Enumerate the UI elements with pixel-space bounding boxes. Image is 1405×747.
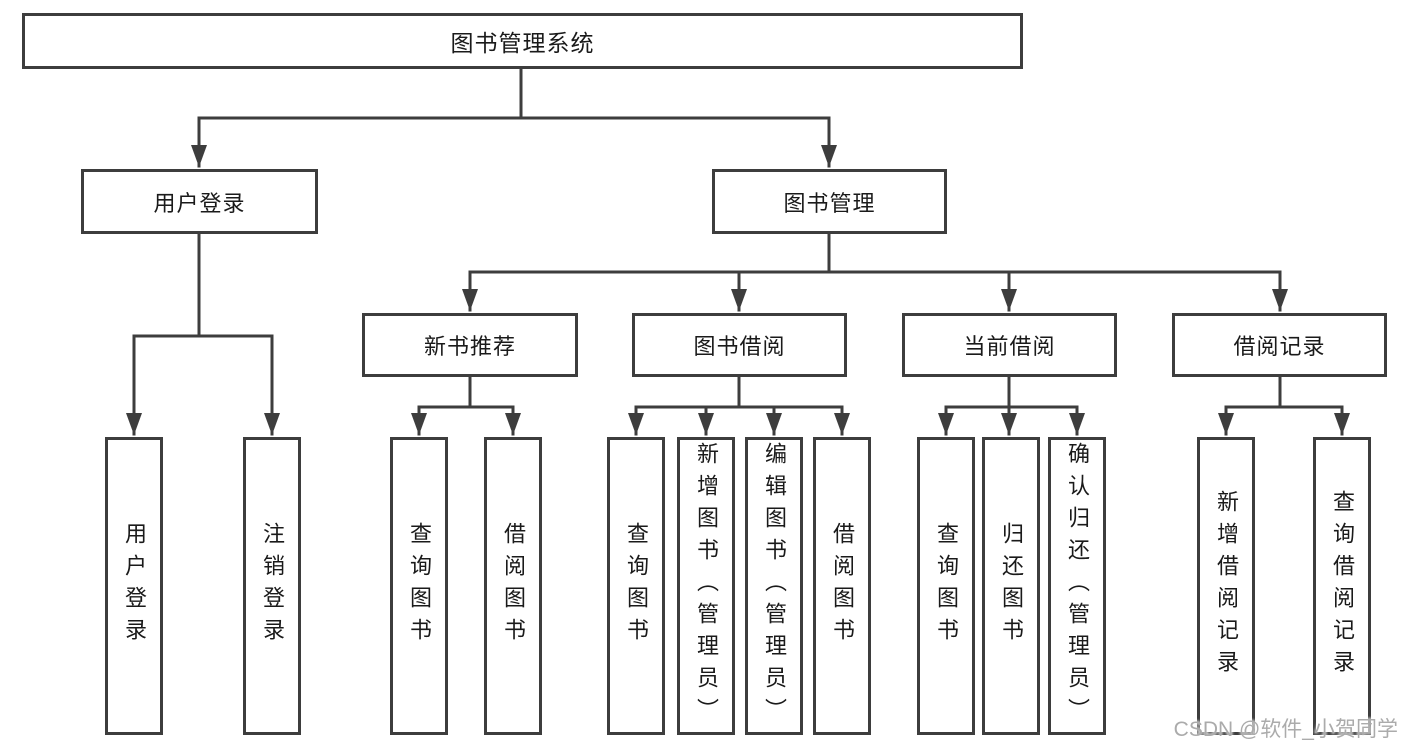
- connector-bb-to-borrow: [737, 405, 850, 436]
- connector-mgmt-to-records: [827, 270, 1288, 312]
- connector-nb-to-borrow: [468, 405, 521, 436]
- node-label: 新增图书（管理员）: [694, 442, 719, 730]
- node-nb-query-books: 查询图书: [390, 437, 448, 735]
- node-label: 借阅图书: [501, 522, 526, 650]
- node-label: 当前借阅: [963, 334, 1056, 359]
- node-label: 查询图书: [624, 522, 649, 650]
- node-label: 借阅图书: [830, 522, 855, 650]
- node-label: 注销登录: [260, 522, 285, 650]
- node-library-management-system: 图书管理系统: [22, 13, 1023, 69]
- connector-mgmt-to-borrowing: [731, 270, 831, 312]
- connector-br-to-query: [1278, 405, 1350, 436]
- node-nb-borrow-books: 借阅图书: [484, 437, 542, 735]
- node-label: 查询图书: [407, 522, 432, 650]
- connector-nb-to-query: [411, 374, 472, 436]
- connector-login-to-logout: [197, 334, 280, 436]
- node-label: 图书管理: [783, 190, 876, 216]
- connector-root-to-book-management: [519, 116, 837, 168]
- node-label: 新增借阅记录: [1214, 490, 1239, 682]
- node-label: 借阅记录: [1233, 334, 1326, 359]
- connector-cb-to-query: [938, 374, 1011, 436]
- node-bb-add-books-admin: 新增图书（管理员）: [677, 437, 735, 735]
- node-bb-query-books: 查询图书: [607, 437, 665, 735]
- connector-br-to-add: [1218, 374, 1282, 436]
- node-br-add-record: 新增借阅记录: [1197, 437, 1255, 735]
- node-label: 查询图书: [934, 522, 959, 650]
- node-cb-confirm-return-admin: 确认归还（管理员）: [1048, 437, 1106, 735]
- node-bb-edit-books-admin: 编辑图书（管理员）: [745, 437, 803, 735]
- node-label: 编辑图书（管理员）: [762, 442, 787, 730]
- node-current-borrowing: 当前借阅: [902, 313, 1117, 377]
- node-cb-query-books: 查询图书: [917, 437, 975, 735]
- node-label: 用户登录: [122, 522, 147, 650]
- node-label: 查询借阅记录: [1330, 490, 1355, 682]
- connector-cb-to-confirm: [1007, 405, 1085, 436]
- node-borrowing-records: 借阅记录: [1172, 313, 1387, 377]
- connector-bb-to-edit: [737, 405, 782, 436]
- node-label: 图书管理系统: [450, 30, 595, 56]
- connector-mgmt-to-new-book: [462, 232, 831, 312]
- node-bb-borrow-books: 借阅图书: [813, 437, 871, 735]
- node-leaf-user-login: 用户登录: [105, 437, 163, 735]
- connector-mgmt-to-current: [827, 270, 1017, 312]
- node-leaf-logout: 注销登录: [243, 437, 301, 735]
- node-label: 确认归还（管理员）: [1065, 442, 1090, 730]
- csdn-watermark: CSDN @软件_小贺同学: [1173, 718, 1398, 741]
- connector-bb-to-query: [628, 374, 741, 436]
- connector-login-to-user-login: [126, 232, 201, 436]
- node-label: 新书推荐: [423, 334, 516, 359]
- node-new-book-recommend: 新书推荐: [362, 313, 578, 377]
- node-book-management: 图书管理: [712, 169, 947, 234]
- node-label: 归还图书: [999, 522, 1024, 650]
- node-br-query-record: 查询借阅记录: [1313, 437, 1371, 735]
- node-cb-return-books: 归还图书: [982, 437, 1040, 735]
- node-user-login: 用户登录: [81, 169, 318, 234]
- node-label: 用户登录: [153, 190, 246, 216]
- node-book-borrowing: 图书借阅: [632, 313, 847, 377]
- node-label: 图书借阅: [693, 334, 786, 359]
- connector-bb-to-add: [698, 405, 741, 436]
- connector-root-to-user-login: [191, 67, 523, 168]
